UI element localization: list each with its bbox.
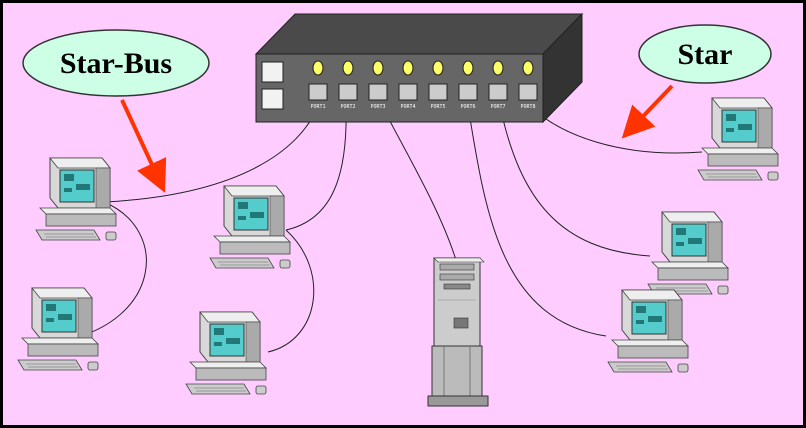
cable-port6-pc7 [467, 105, 607, 337]
network-hub-icon: PORT1 PORT2 PORT3 PORT4 PORT5 PORT6 PORT7 PORT8 [254, 12, 584, 124]
hub-indicator [261, 61, 284, 83]
cable-port7-pc6 [499, 105, 651, 257]
hub-port [338, 83, 358, 101]
hub-led [432, 60, 444, 76]
star-label: Star [638, 24, 772, 84]
hub-led [402, 60, 414, 76]
hub-port-label: PORT4 [400, 104, 415, 110]
hub-port [518, 83, 538, 101]
star-label-text: Star [678, 38, 733, 71]
hub-indicator [261, 88, 284, 110]
hub-top [254, 13, 584, 55]
hub-led [492, 60, 504, 76]
hub-port-label: PORT1 [310, 104, 325, 110]
hub-port [428, 83, 448, 101]
star-arrow [621, 84, 674, 139]
hub-led [522, 60, 534, 76]
hub-port [398, 83, 418, 101]
star-bus-label-text: Star-Bus [60, 47, 172, 80]
hub-port-label: PORT2 [340, 104, 355, 110]
star-bus-label: Star-Bus [22, 29, 210, 97]
hub-led [312, 60, 324, 76]
hub-port [458, 83, 478, 101]
cable-port2-pc3 [285, 105, 347, 231]
hub-led [372, 60, 384, 76]
hub-port [308, 83, 328, 101]
cable-port3-server [381, 105, 457, 261]
hub-port-label: PORT6 [460, 104, 475, 110]
cable-pc1-pc2 [65, 201, 147, 341]
cables [65, 105, 703, 353]
star-bus-arrow [120, 99, 167, 193]
hub-port-label: PORT7 [490, 104, 505, 110]
hub-port-label: PORT5 [430, 104, 445, 110]
cable-port1-pc1 [103, 105, 319, 203]
hub-led [342, 60, 354, 76]
tower-server-icon [427, 257, 489, 407]
cable-pc3-pc4 [267, 229, 315, 353]
hub-port [488, 83, 508, 101]
hub-led [462, 60, 474, 76]
hub-port-label: PORT8 [520, 104, 535, 110]
hub-port-label: PORT3 [370, 104, 385, 110]
hub-port [368, 83, 388, 101]
